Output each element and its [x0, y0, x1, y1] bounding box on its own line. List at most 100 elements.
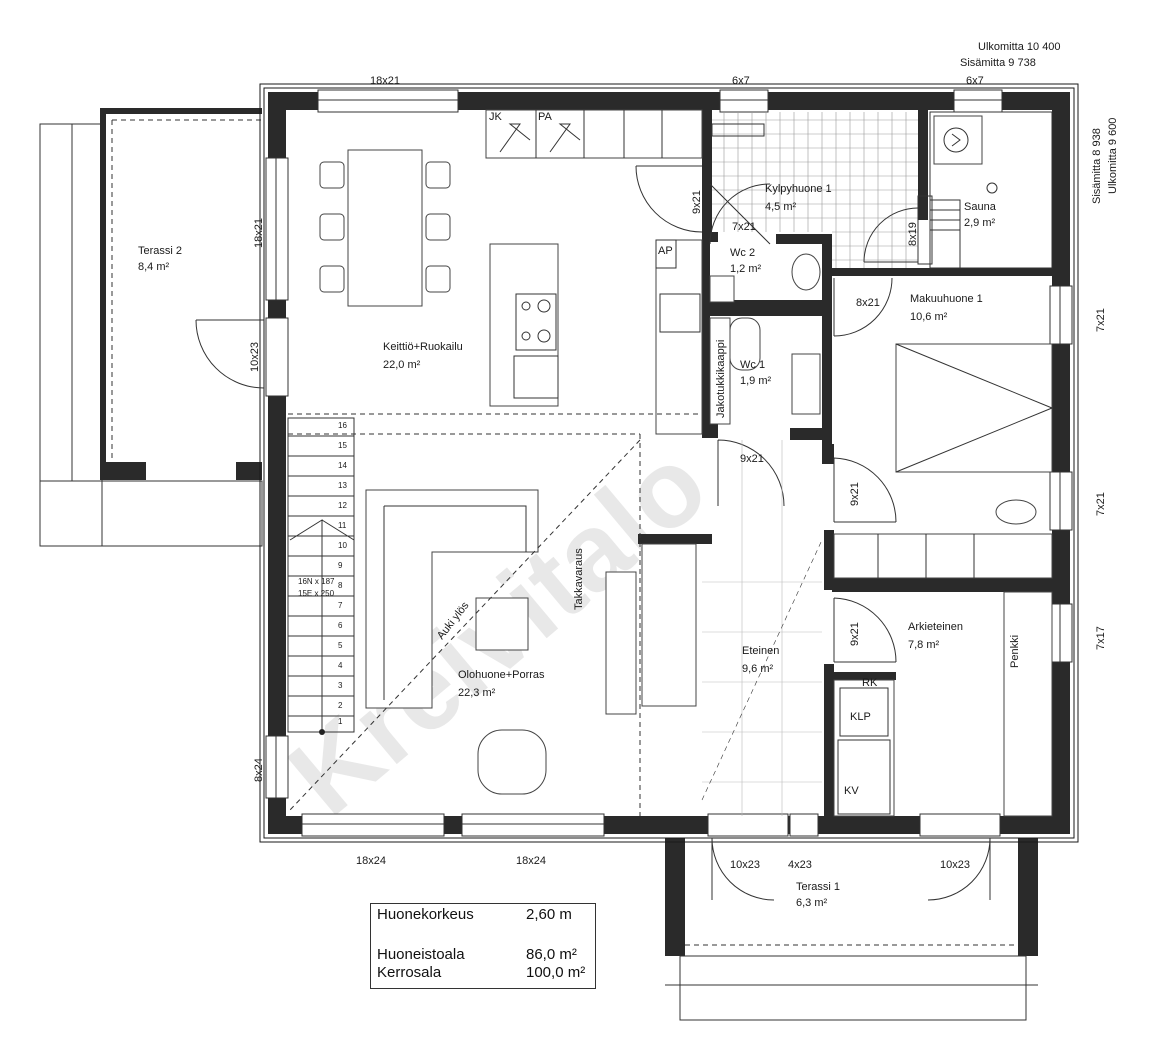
window-labels: 18x21 6x7 6x7 18x21 10x23 8x24 18x24 18x… [249, 75, 1107, 871]
area-label: Huoneistoala [377, 946, 465, 963]
room-area: 22,3 m² [458, 687, 496, 699]
terrace-1 [665, 838, 1038, 1021]
kv-label: KV [844, 785, 859, 797]
summary-table: Huonekorkeus 2,60 m Huoneistoala 86,0 m²… [370, 903, 596, 989]
door-label: 9x21 [740, 453, 764, 465]
room-area: 7,8 m² [908, 639, 940, 651]
step-5: 5 [338, 641, 343, 650]
wc-fixtures [709, 123, 933, 425]
room-area: 1,2 m² [730, 263, 762, 275]
room-name: Arkieteinen [908, 621, 963, 633]
doors [195, 165, 991, 901]
step-7: 7 [338, 601, 343, 610]
staircase: 16 15 14 13 12 11 10 9 8 7 6 5 4 3 2 1 [287, 417, 355, 735]
step-4: 4 [338, 661, 343, 670]
utility-furniture [833, 591, 1053, 817]
living-furniture [288, 433, 697, 816]
room-name: Keittiö+Ruokailu [383, 341, 463, 353]
window-label: 6x7 [966, 75, 984, 87]
room-labels: Keittiö+Ruokailu 22,0 m² Olohuone+Porras… [138, 183, 997, 909]
inner-depth-label: Sisämitta 8 938 [1091, 128, 1103, 204]
room-name: Sauna [964, 201, 997, 213]
step-8: 8 [338, 581, 343, 590]
penkki-label: Penkki [1009, 635, 1021, 668]
jakotukkikaappi-label: Jakotukkikaappi [715, 340, 727, 418]
stair-spec-2: 15E x 250 [298, 589, 335, 598]
room-area: 10,6 m² [910, 311, 948, 323]
room-name: Kylpyhuone 1 [765, 183, 832, 195]
pa-label: PA [538, 111, 553, 123]
window-label: 4x23 [788, 859, 812, 871]
bedroom-furniture [833, 343, 1053, 579]
window-label: 10x23 [249, 342, 261, 372]
room-name: Terassi 1 [796, 881, 840, 893]
step-16: 16 [338, 421, 347, 430]
door-label: 9x21 [849, 622, 861, 646]
window-label: 8x24 [253, 758, 265, 782]
takkavaraus-label: Takkavaraus [573, 548, 585, 610]
window-label: 18x24 [516, 855, 546, 867]
height-label: Huonekorkeus [377, 906, 474, 923]
step-2: 2 [338, 701, 343, 710]
dimensions: Ulkomitta 10 400 Sisämitta 9 738 Sisämit… [960, 41, 1119, 204]
window-label: 7x17 [1095, 626, 1107, 650]
window-label: 10x23 [940, 859, 970, 871]
jk-label: JK [489, 111, 503, 123]
step-13: 13 [338, 481, 347, 490]
room-area: 22,0 m² [383, 359, 421, 371]
step-1: 1 [338, 717, 343, 726]
room-name: Wc 2 [730, 247, 755, 259]
door-label: 9x21 [691, 190, 703, 214]
step-12: 12 [338, 501, 347, 510]
room-name: Eteinen [742, 645, 779, 657]
room-area: 2,9 m² [964, 217, 996, 229]
door-label: 8x21 [856, 297, 880, 309]
room-name: Olohuone+Porras [458, 669, 545, 681]
door-label: 8x19 [907, 222, 919, 246]
window-label: 7x21 [1095, 492, 1107, 516]
bathroom-tiles [712, 112, 918, 268]
door-label: 7x21 [732, 221, 756, 233]
room-area: 6,3 m² [796, 897, 828, 909]
area-value: 86,0 m² [526, 946, 577, 963]
window-label: 7x21 [1095, 308, 1107, 332]
room-name: Makuuhuone 1 [910, 293, 983, 305]
step-15: 15 [338, 441, 347, 450]
step-6: 6 [338, 621, 343, 630]
klp-label: KLP [850, 711, 871, 723]
door-label: 9x21 [849, 482, 861, 506]
room-area: 8,4 m² [138, 261, 170, 273]
floor-label: Kerrosala [377, 964, 442, 981]
outer-width-label: Ulkomitta 10 400 [978, 41, 1061, 53]
ap-label: AP [658, 245, 673, 257]
interior-walls [638, 110, 1052, 816]
step-9: 9 [338, 561, 343, 570]
outer-depth-label: Ulkomitta 9 600 [1107, 118, 1119, 194]
inner-width-label: Sisämitta 9 738 [960, 57, 1036, 69]
floor-value: 100,0 m² [526, 964, 586, 981]
room-area: 9,6 m² [742, 663, 774, 675]
step-11: 11 [338, 521, 347, 530]
room-name: Wc 1 [740, 359, 765, 371]
terrace-2 [39, 108, 263, 547]
sauna-area [929, 111, 1053, 269]
entrance-tiles [701, 440, 823, 816]
kitchen-furniture [288, 109, 703, 435]
room-name: Terassi 2 [138, 245, 182, 257]
window-label: 18x21 [253, 218, 265, 248]
window-label: 18x21 [370, 75, 400, 87]
step-14: 14 [338, 461, 347, 470]
height-value: 2,60 m [526, 906, 572, 923]
step-10: 10 [338, 541, 347, 550]
rk-label: RK [862, 677, 878, 689]
room-area: 4,5 m² [765, 201, 797, 213]
windows [265, 89, 1073, 837]
window-label: 10x23 [730, 859, 760, 871]
room-area: 1,9 m² [740, 375, 772, 387]
window-label: 18x24 [356, 855, 386, 867]
door-labels: 9x21 7x21 8x19 8x21 9x21 9x21 9x21 [691, 190, 919, 646]
stair-spec-1: 16N x 187 [298, 577, 335, 586]
step-3: 3 [338, 681, 343, 690]
window-label: 6x7 [732, 75, 750, 87]
